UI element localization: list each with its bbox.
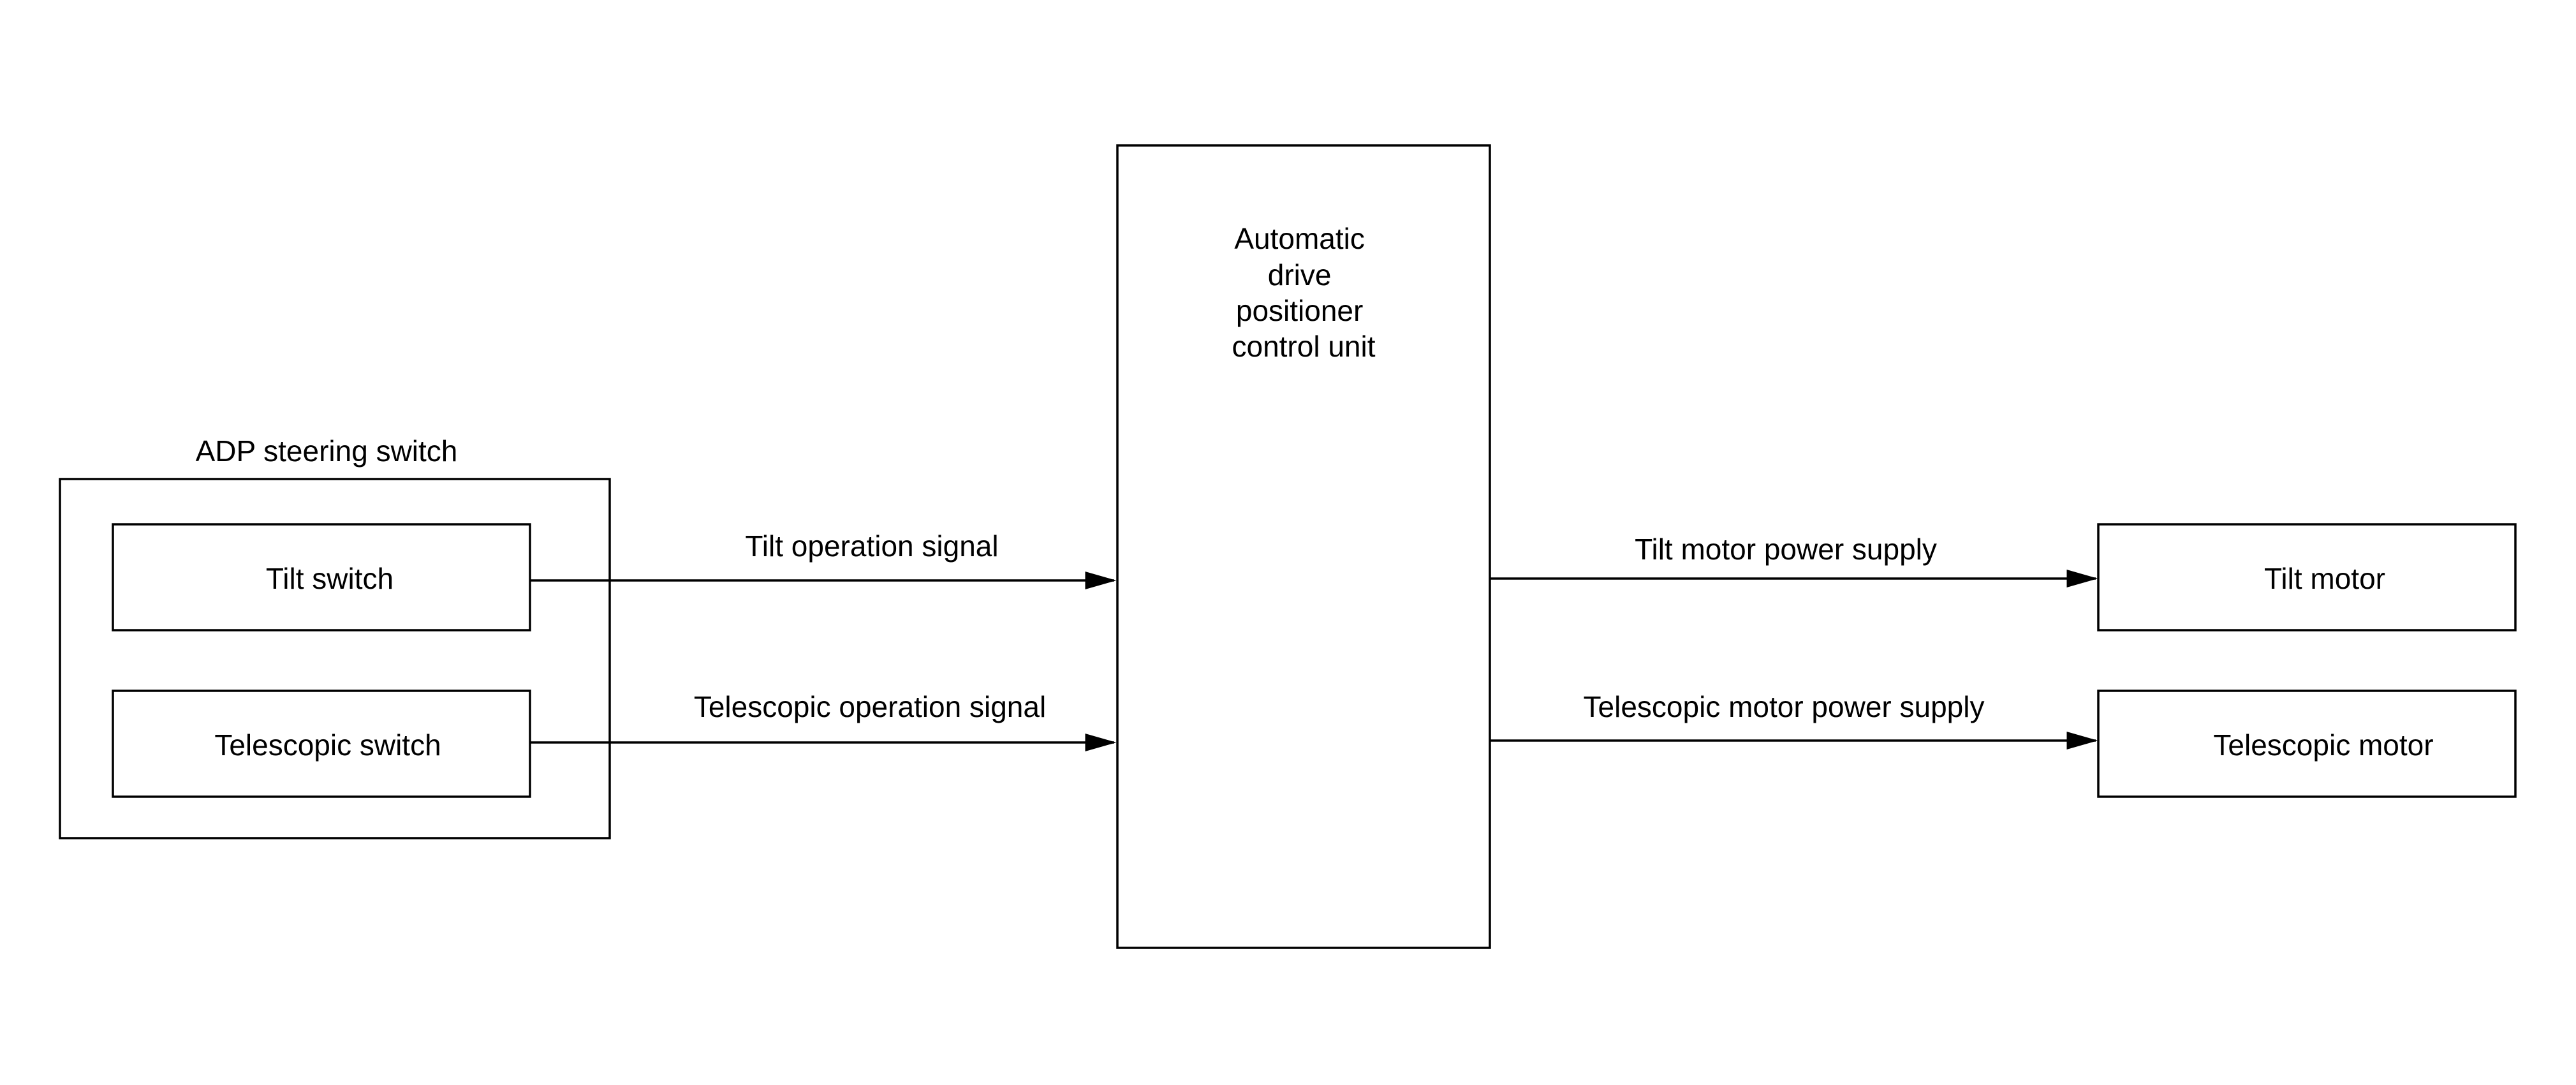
tilt-motor-power-supply-label: Tilt motor power supply bbox=[1635, 533, 1937, 566]
tilt-motor-power-supply-connection: Tilt motor power supply bbox=[1490, 533, 2098, 587]
telescopic-motor-block: Telescopic motor bbox=[2097, 690, 2517, 798]
telescopic-operation-signal-connection: Telescopic operation signal bbox=[530, 690, 1117, 751]
tilt-switch-box bbox=[112, 523, 531, 631]
telescopic-motor-label: Telescopic motor bbox=[2213, 728, 2433, 762]
telescopic-motor-box bbox=[2097, 690, 2517, 798]
control-unit-line-3: positioner bbox=[1236, 294, 1363, 327]
tilt-operation-signal-label: Tilt operation signal bbox=[745, 529, 998, 563]
adp-steering-switch-label: ADP steering switch bbox=[196, 434, 458, 468]
adp-steering-switch-group: ADP steering switch Tilt switch Telescop… bbox=[59, 434, 611, 839]
control-unit-line-2: drive bbox=[1268, 258, 1332, 292]
control-unit-block: Automatic drive positioner control unit bbox=[1116, 144, 1491, 949]
control-unit-line-1: Automatic bbox=[1234, 222, 1365, 255]
telescopic-motor-power-supply-connection: Telescopic motor power supply bbox=[1490, 690, 2098, 749]
adp-steering-switch-frame bbox=[59, 478, 611, 839]
telescopic-motor-power-supply-label: Telescopic motor power supply bbox=[1584, 690, 1985, 723]
control-unit-line-4: control unit bbox=[1232, 330, 1375, 363]
telescopic-switch-box bbox=[112, 690, 531, 798]
tilt-switch-block: Tilt switch bbox=[112, 523, 531, 631]
control-unit-label: Automatic drive positioner control unit bbox=[1232, 222, 1375, 363]
telescopic-switch-label: Telescopic switch bbox=[214, 728, 441, 762]
telescopic-switch-block: Telescopic switch bbox=[112, 690, 531, 798]
tilt-motor-box bbox=[2097, 523, 2517, 631]
telescopic-operation-signal-label: Telescopic operation signal bbox=[694, 690, 1046, 723]
tilt-operation-signal-connection: Tilt operation signal bbox=[530, 529, 1117, 589]
tilt-motor-block: Tilt motor bbox=[2097, 523, 2517, 631]
tilt-motor-label: Tilt motor bbox=[2264, 562, 2385, 595]
control-unit-box bbox=[1116, 144, 1491, 949]
tilt-switch-label: Tilt switch bbox=[266, 562, 394, 595]
